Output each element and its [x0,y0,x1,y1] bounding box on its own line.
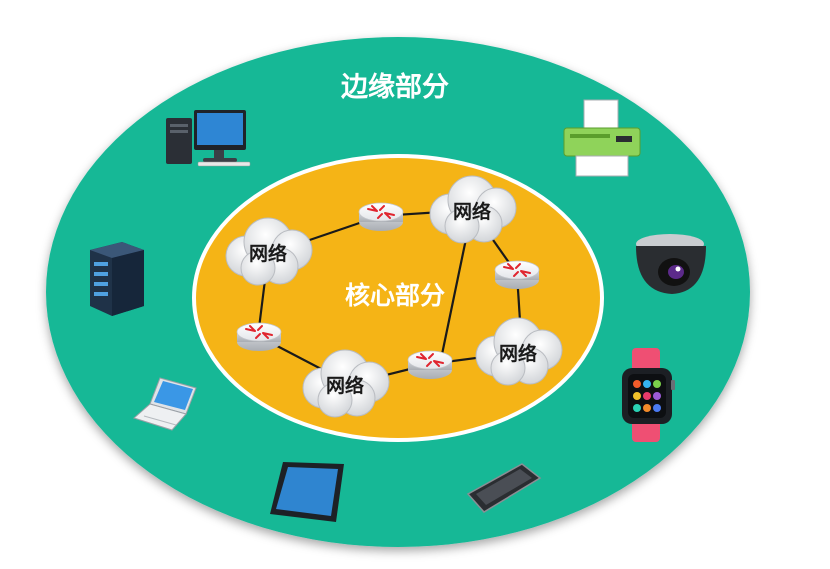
tablet-icon [270,462,344,522]
router-icon [494,260,540,290]
desktop-computer-icon [166,110,251,167]
cloud-label-left: 网络 [249,242,287,265]
cloud-network-bottom: 网络 [302,349,390,418]
core-title: 核心部分 [345,281,445,310]
cloud-network-top: 网络 [429,175,517,244]
smartphone-icon [466,463,542,513]
router-icon [407,350,453,380]
cloud-network-left: 网络 [225,217,313,286]
server-icon [90,242,144,316]
cloud-label-right: 网络 [499,342,537,365]
cloud-network-right: 网络 [475,317,563,386]
cloud-label-bottom: 网络 [326,374,364,397]
cloud-label-top: 网络 [453,200,491,223]
router-icon [236,322,282,352]
smartwatch-icon [622,348,675,442]
edge-title: 边缘部分 [341,71,449,103]
printer-icon [563,99,641,177]
router-icon [358,202,404,232]
laptop-icon [133,377,197,431]
security-camera-icon [636,234,706,294]
